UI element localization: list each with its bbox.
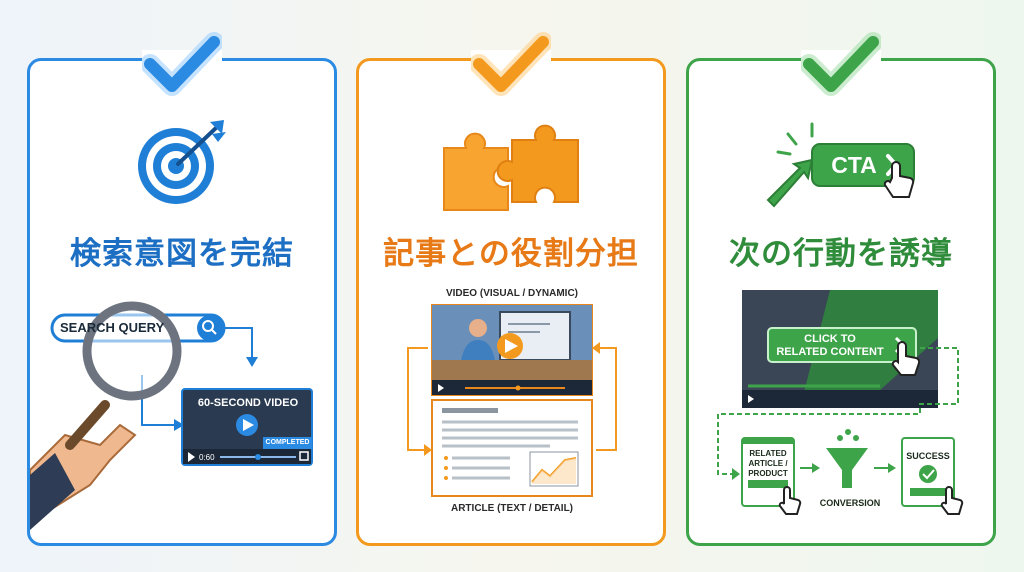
click-to-line2: RELATED CONTENT	[776, 346, 884, 358]
click-to-line1: CLICK TO	[804, 333, 856, 345]
title-search-intent: 検索意図を完結	[70, 236, 294, 272]
cta-icon	[766, 122, 915, 208]
video-label: 60-SECOND VIDEO	[197, 397, 299, 409]
completed-badge: COMPLETED	[265, 439, 310, 446]
puzzle-icon	[443, 124, 579, 211]
title-next-action: 次の行動を誘導	[729, 236, 953, 272]
video-time: 0:60	[199, 453, 215, 462]
check-icon-green	[801, 32, 881, 96]
related-line3: PRODUCT	[748, 469, 788, 478]
article-caption: ARTICLE (TEXT / DETAIL)	[450, 503, 574, 514]
conversion-label: CONVERSION	[819, 498, 881, 508]
search-illustration	[30, 301, 313, 530]
conversion-illustration	[717, 290, 964, 515]
title-role-division: 記事との役割分担	[383, 236, 639, 272]
success-label: SUCCESS	[906, 451, 950, 461]
video-article-illustration	[407, 304, 617, 497]
related-line2: ARTICLE /	[748, 459, 788, 468]
check-icon-orange	[471, 32, 551, 96]
check-icon-blue	[142, 32, 222, 96]
related-line1: RELATED	[749, 449, 787, 458]
target-icon	[138, 120, 226, 204]
video-caption: VIDEO (VISUAL / DYNAMIC)	[445, 288, 579, 299]
cta-label: CTA	[831, 152, 877, 178]
search-query-text: SEARCH QUERY	[60, 320, 165, 335]
